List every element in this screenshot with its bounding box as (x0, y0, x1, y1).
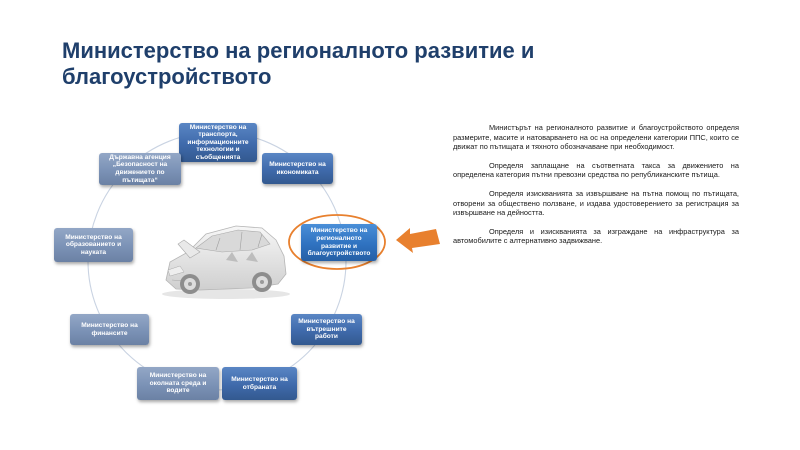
description-paragraph-3: Определя изискванията за извършване на п… (453, 188, 739, 218)
car-illustration (162, 225, 290, 299)
node-environment-ministry: Министерство на околната среда и водите (137, 367, 219, 400)
node-finance-ministry: Министерство на финансите (70, 314, 149, 345)
highlight-ring (288, 214, 386, 270)
pointer-arrow-icon (396, 228, 440, 253)
node-economy-ministry: Министерство на икономиката (262, 153, 333, 184)
node-education-ministry: Министерство на образованието и науката (54, 228, 133, 262)
node-interior-ministry: Министерство на вътрешните работи (291, 314, 362, 345)
description-text: Министърът на регионалното развитие и бл… (453, 123, 739, 255)
description-paragraph-4: Определя и изискванията за изграждане на… (453, 226, 739, 246)
node-transport-ministry: Министерство на транспорта, информационн… (179, 123, 257, 162)
description-paragraph-1: Министърът на регионалното развитие и бл… (453, 123, 739, 152)
node-defense-ministry: Министерство на отбраната (222, 367, 297, 400)
slide-title: Министерство на регионалното развитие и … (62, 38, 535, 89)
node-road-safety-agency: Държавна агенция „Безопасност на движени… (99, 153, 181, 185)
node-regional-ministry: Министерство на регионалното развитие и … (301, 224, 377, 261)
description-paragraph-2: Определя заплащане на съответната такса … (453, 160, 739, 180)
